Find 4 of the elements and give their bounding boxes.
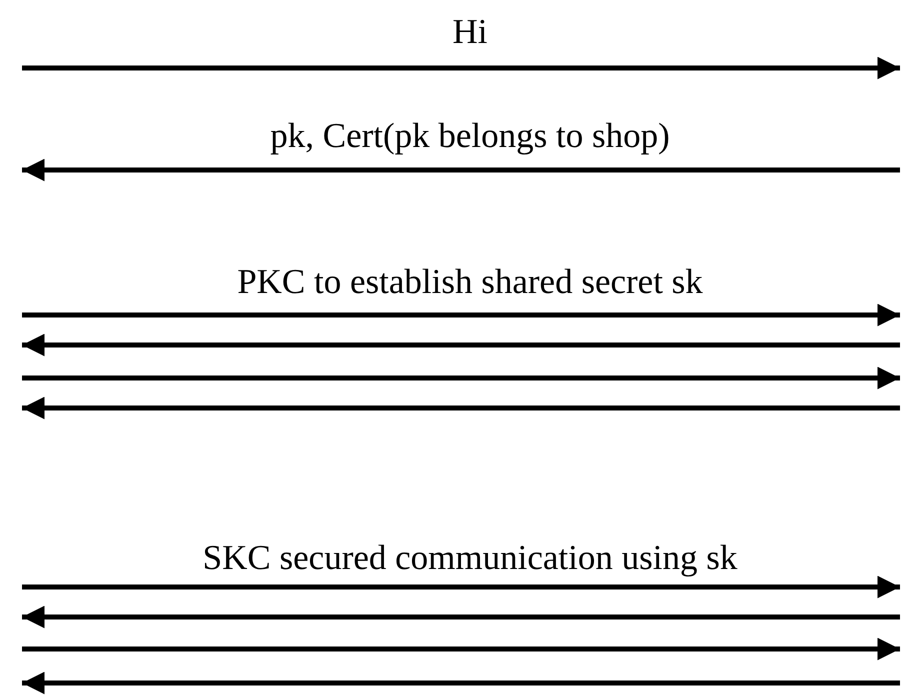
message-label: SKC secured communication using sk	[202, 538, 738, 577]
message-label: pk, Cert(pk belongs to shop)	[270, 116, 670, 155]
message-label: PKC to establish shared secret sk	[237, 262, 703, 301]
message-label: Hi	[452, 12, 488, 51]
